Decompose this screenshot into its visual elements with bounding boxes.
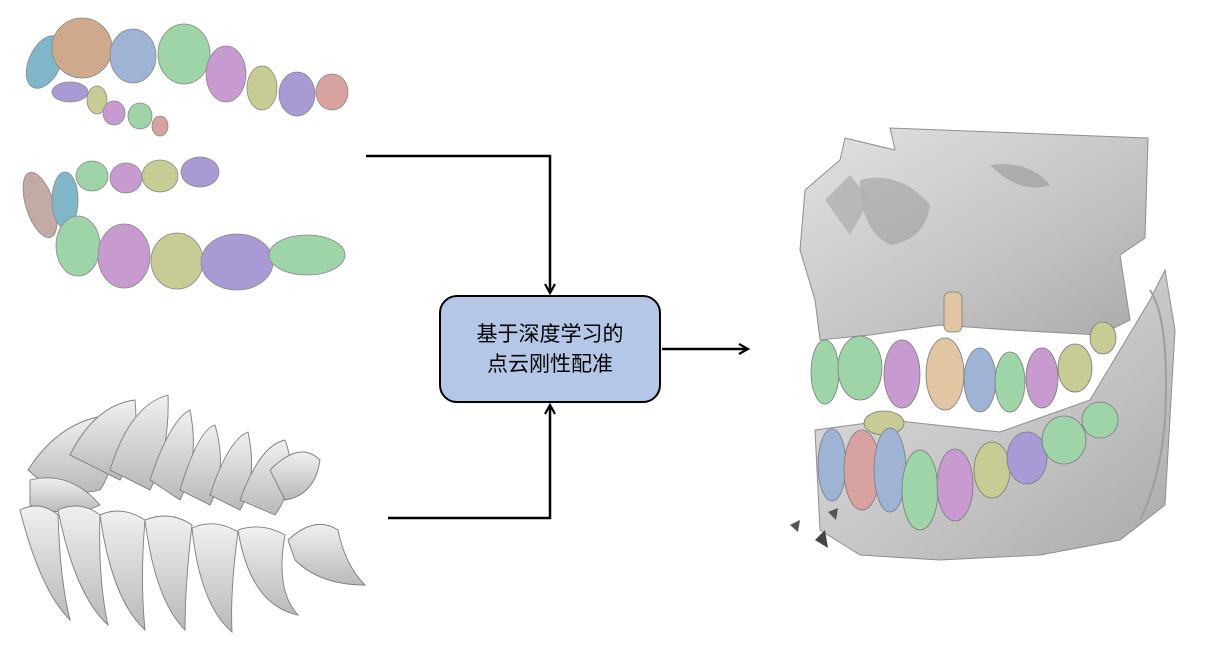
arrow-top-input: [366, 154, 550, 293]
skull-lower-teeth: [817, 401, 1119, 531]
arrow-bottom-input: [388, 405, 550, 520]
lower-arch: [22, 156, 346, 291]
arrows: [366, 154, 748, 520]
process-label-line1: 基于深度学习的: [476, 322, 624, 346]
registered-skull-image: [790, 127, 1176, 561]
process-label: 基于深度学习的 点云刚性配准: [477, 319, 624, 379]
cbct-teeth-image: [19, 394, 367, 634]
upper-arch: [25, 17, 349, 137]
segmented-teeth-mesh-image: [22, 17, 349, 291]
process-label-line2: 点云刚性配准: [487, 352, 613, 376]
skull-upper-teeth: [810, 291, 1117, 413]
rigid-registration-process-box: 基于深度学习的 点云刚性配准: [439, 295, 661, 403]
